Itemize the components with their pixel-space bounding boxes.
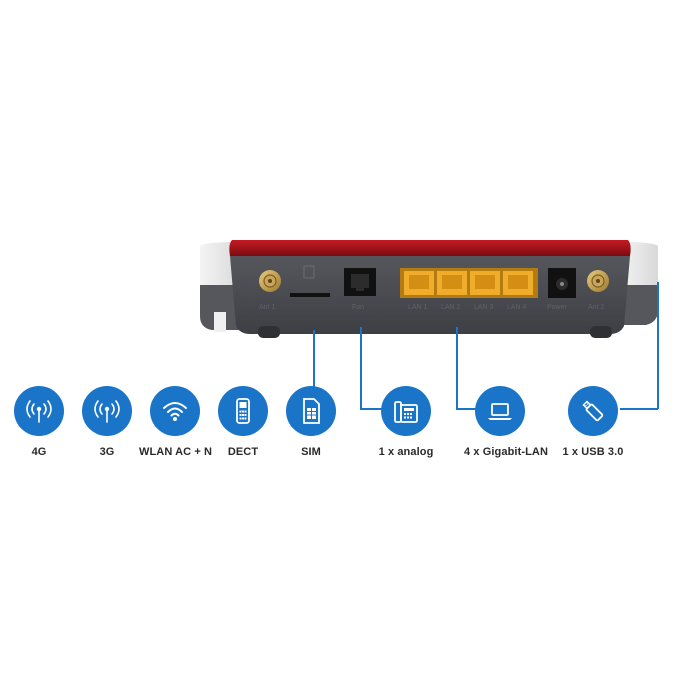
antenna-connector-1: [259, 270, 281, 292]
feature-label: WLAN AC + N: [139, 446, 213, 458]
laptop-icon: [488, 403, 512, 420]
connector-line-lan: [456, 327, 458, 409]
telephone-icon: [394, 401, 418, 423]
feature-label: 4 x Gigabit-LAN: [464, 446, 549, 458]
feature-lan: 4 x Gigabit-LAN: [464, 386, 549, 458]
connector-line-sim: [313, 330, 315, 392]
port-label: Power: [547, 304, 568, 311]
feature-wlan: WLAN AC + N: [139, 386, 213, 458]
connector-line-analog: [360, 327, 362, 409]
connector-line-usb: [620, 408, 658, 410]
feature-sim: SIM: [275, 386, 347, 458]
feature-label: DECT: [227, 446, 259, 458]
usb-stick-icon: [582, 400, 604, 422]
port-label: LAN 3: [474, 304, 494, 311]
feature-label: 1 x USB 3.0: [562, 446, 624, 458]
lan-port-4: [503, 271, 533, 295]
feature-label: 1 x analog: [378, 446, 434, 458]
analog-phone-port: [344, 268, 376, 296]
wifi-icon: [163, 402, 187, 421]
router-foot: [258, 326, 280, 338]
signal-antenna-icon: [26, 400, 52, 423]
feature-label: SIM: [301, 446, 321, 458]
feature-3g: 3G: [71, 386, 143, 458]
lan-port-2: [437, 271, 467, 295]
sim-slot: [290, 293, 330, 297]
lan-port-block: [400, 268, 538, 298]
feature-label: 4G: [31, 446, 47, 458]
port-label: LAN 1: [408, 304, 428, 311]
power-jack: [548, 268, 576, 298]
feature-analog: 1 x analog: [370, 386, 442, 458]
router-rear-view: Ant 1 Fon LAN 1 LAN 2 LAN 3 LAN 4 Power …: [200, 240, 658, 338]
port-label: LAN 4: [507, 304, 527, 311]
connector-line-analog: [360, 408, 384, 410]
connector-line-usb: [657, 282, 659, 409]
feature-label: 3G: [99, 446, 115, 458]
sim-card-icon: [303, 398, 320, 424]
cordless-phone-icon: [236, 398, 250, 424]
port-label: Fon: [352, 304, 364, 311]
port-label: Ant 2: [588, 304, 604, 311]
signal-antenna-icon: [94, 400, 120, 423]
antenna-connector-2: [587, 270, 609, 292]
lan-port-1: [404, 271, 434, 295]
port-label: Ant 1: [259, 304, 275, 311]
router-foot: [590, 326, 612, 338]
lan-port-3: [470, 271, 500, 295]
connector-line-lan: [456, 408, 480, 410]
port-label: LAN 2: [441, 304, 461, 311]
feature-usb: 1 x USB 3.0: [557, 386, 629, 458]
feature-dect: DECT: [207, 386, 279, 458]
feature-4g: 4G: [3, 386, 75, 458]
